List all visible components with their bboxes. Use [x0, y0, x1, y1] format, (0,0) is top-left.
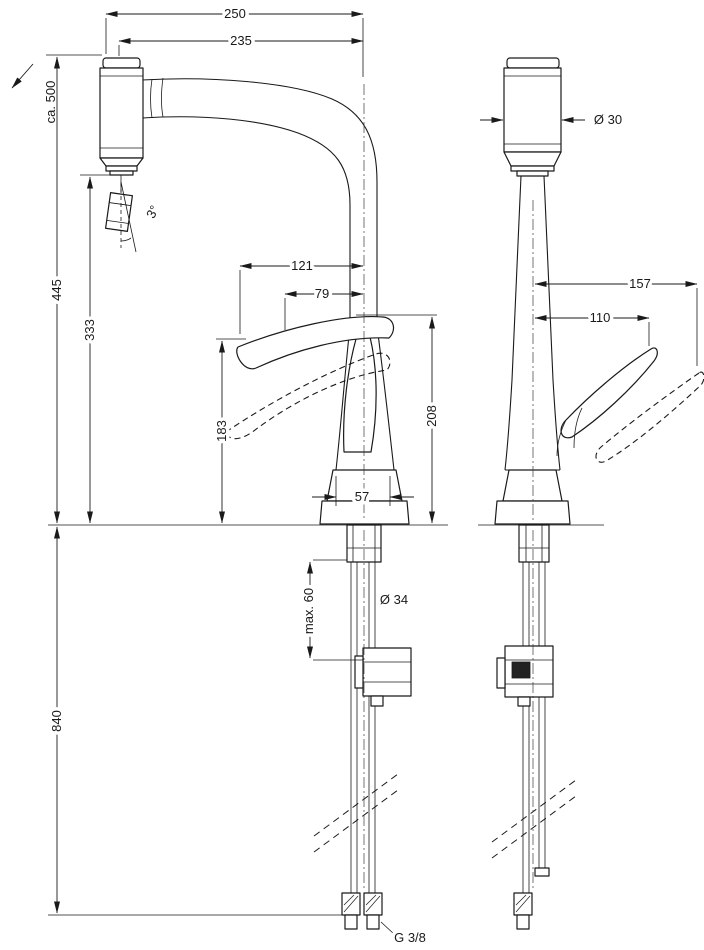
dim-height-outlet: 333 [79, 174, 110, 524]
dim-base-width-label: 57 [355, 489, 369, 504]
supply-shank-front [518, 524, 550, 563]
dim-head-diameter-label: Ø 30 [594, 112, 622, 127]
dim-side-reach: 157 [534, 273, 698, 366]
dim-handle-height: 183 [211, 338, 246, 524]
dimensions: 250 235 ca. 500 445 333 3° 121 [11, 3, 698, 949]
dim-spray-angle: 3° [140, 199, 166, 224]
dim-handle-reach-inner-label: 79 [315, 286, 329, 301]
dim-hole-diameter-label: Ø 34 [380, 592, 408, 607]
dim-handle-height-max: 208 [356, 314, 443, 524]
dim-spray-angle-label: 3° [143, 203, 162, 221]
dim-pullout-length: ca. 500 [11, 63, 62, 127]
spray-nozzle [105, 192, 133, 232]
hose-fitting-front [513, 892, 533, 930]
dim-max-counter-thickness: max. 60 [298, 559, 363, 661]
hose-connector-front [496, 645, 554, 707]
dim-width-overall-label: 250 [224, 6, 246, 21]
dim-hose-length: 840 [46, 526, 68, 914]
supply-hoses [350, 562, 376, 893]
dim-pullout-length-label: ca. 500 [43, 81, 58, 124]
escutcheon [319, 469, 410, 525]
dim-handle-reach: 121 [239, 255, 364, 334]
spray-head-front [503, 57, 562, 177]
dim-hole-diameter: Ø 34 [376, 589, 411, 611]
hose-break-marks [313, 773, 399, 853]
faucet-front-view [478, 57, 704, 930]
dim-side-reach-label: 157 [629, 276, 651, 291]
dim-width-inner: 235 [118, 30, 364, 56]
escutcheon-front [494, 469, 571, 525]
handle-alt-position-front [595, 371, 704, 463]
handle-solid-front [556, 347, 658, 457]
spout [141, 77, 378, 326]
dim-handle-reach-inner: 79 [284, 283, 364, 330]
spray-head [99, 57, 144, 192]
dim-connection-thread: G 3/8 [380, 921, 429, 949]
dim-handle-height-max-label: 208 [424, 405, 439, 427]
hose-break-marks-front [491, 779, 577, 859]
dim-side-reach-inner-label: 110 [590, 310, 611, 325]
dim-hose-length-label: 840 [49, 710, 64, 732]
dim-height-overall: 445 [46, 54, 102, 524]
dim-height-overall-label: 445 [49, 279, 64, 301]
dim-width-overall: 250 [105, 3, 364, 77]
dim-width-inner-label: 235 [230, 33, 252, 48]
supply-hoses-front [522, 562, 550, 893]
hose-fittings [341, 892, 383, 930]
handle-alt-position [225, 352, 391, 440]
dim-handle-height-label: 183 [214, 420, 229, 442]
dim-head-diameter: Ø 30 [480, 109, 626, 131]
dim-height-outlet-label: 333 [82, 319, 97, 341]
faucet-side-view [48, 57, 448, 930]
dim-handle-reach-label: 121 [291, 258, 313, 273]
spray-angle-reference [120, 181, 137, 253]
dim-side-reach-inner: 110 [534, 307, 650, 346]
handle-solid [236, 316, 395, 453]
dim-connection-thread-label: G 3/8 [394, 930, 426, 945]
dim-base-width: 57 [312, 476, 414, 508]
hose-connector [354, 647, 412, 707]
riser-column [504, 175, 561, 471]
dim-max-counter-thickness-label: max. 60 [301, 588, 316, 634]
